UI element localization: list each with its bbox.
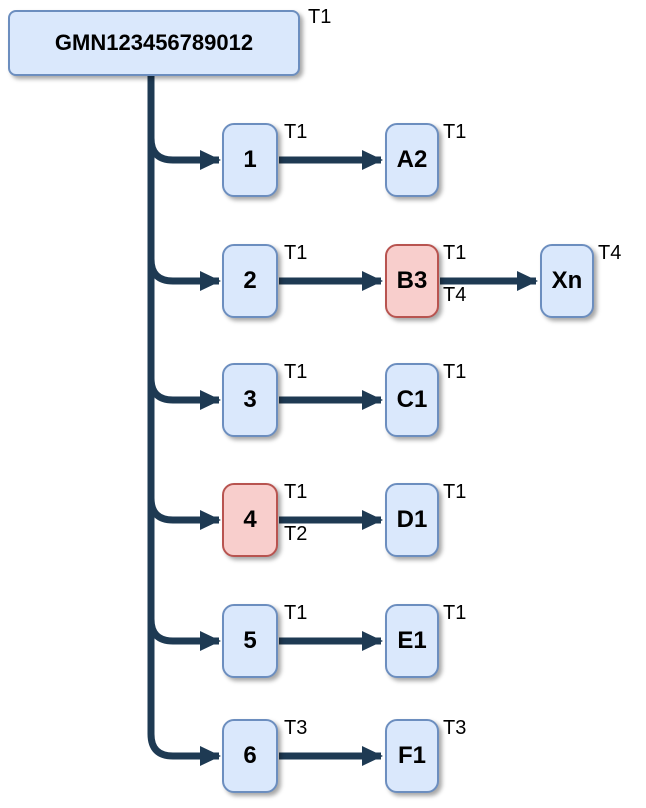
tag-b3-t1: T1 — [443, 242, 467, 264]
tag-node4-t2: T2 — [284, 523, 308, 545]
tag-f1-t3: T3 — [443, 717, 467, 739]
connector-branch-5 — [147, 618, 221, 651]
node-f1: F1 — [385, 719, 439, 793]
node-e1: E1 — [385, 604, 439, 678]
node-2: 2 — [222, 244, 278, 318]
tag-root-t1: T1 — [308, 6, 332, 28]
node-c1: C1 — [385, 363, 439, 437]
node-5: 5 — [222, 604, 278, 678]
tag-node2-t1: T1 — [284, 242, 308, 264]
tag-b3-t4: T4 — [443, 284, 467, 306]
connector-branch-4 — [147, 497, 221, 530]
connector-trunk — [147, 76, 221, 766]
node-3: 3 — [222, 363, 278, 437]
node-b3: B3 — [385, 244, 439, 318]
node-a2: A2 — [385, 123, 439, 197]
tag-d1-t1: T1 — [443, 481, 467, 503]
node-4: 4 — [222, 483, 278, 557]
tag-node5-t1: T1 — [284, 602, 308, 624]
connector-branch-2 — [147, 258, 221, 291]
node-d1: D1 — [385, 483, 439, 557]
connector-branch-3 — [147, 377, 221, 410]
tag-node3-t1: T1 — [284, 361, 308, 383]
node-1: 1 — [222, 123, 278, 197]
node-gmn-root: GMN123456789012 — [8, 10, 300, 76]
tag-node6-t3: T3 — [284, 717, 308, 739]
node-xn: Xn — [540, 244, 594, 318]
node-6: 6 — [222, 719, 278, 793]
tag-node1-t1: T1 — [284, 121, 308, 143]
tag-node4-t1: T1 — [284, 481, 308, 503]
tag-c1-t1: T1 — [443, 361, 467, 383]
tag-e1-t1: T1 — [443, 602, 467, 624]
connector-branch-1 — [147, 137, 221, 170]
tag-a2-t1: T1 — [443, 121, 467, 143]
tag-xn-t4: T4 — [598, 242, 622, 264]
